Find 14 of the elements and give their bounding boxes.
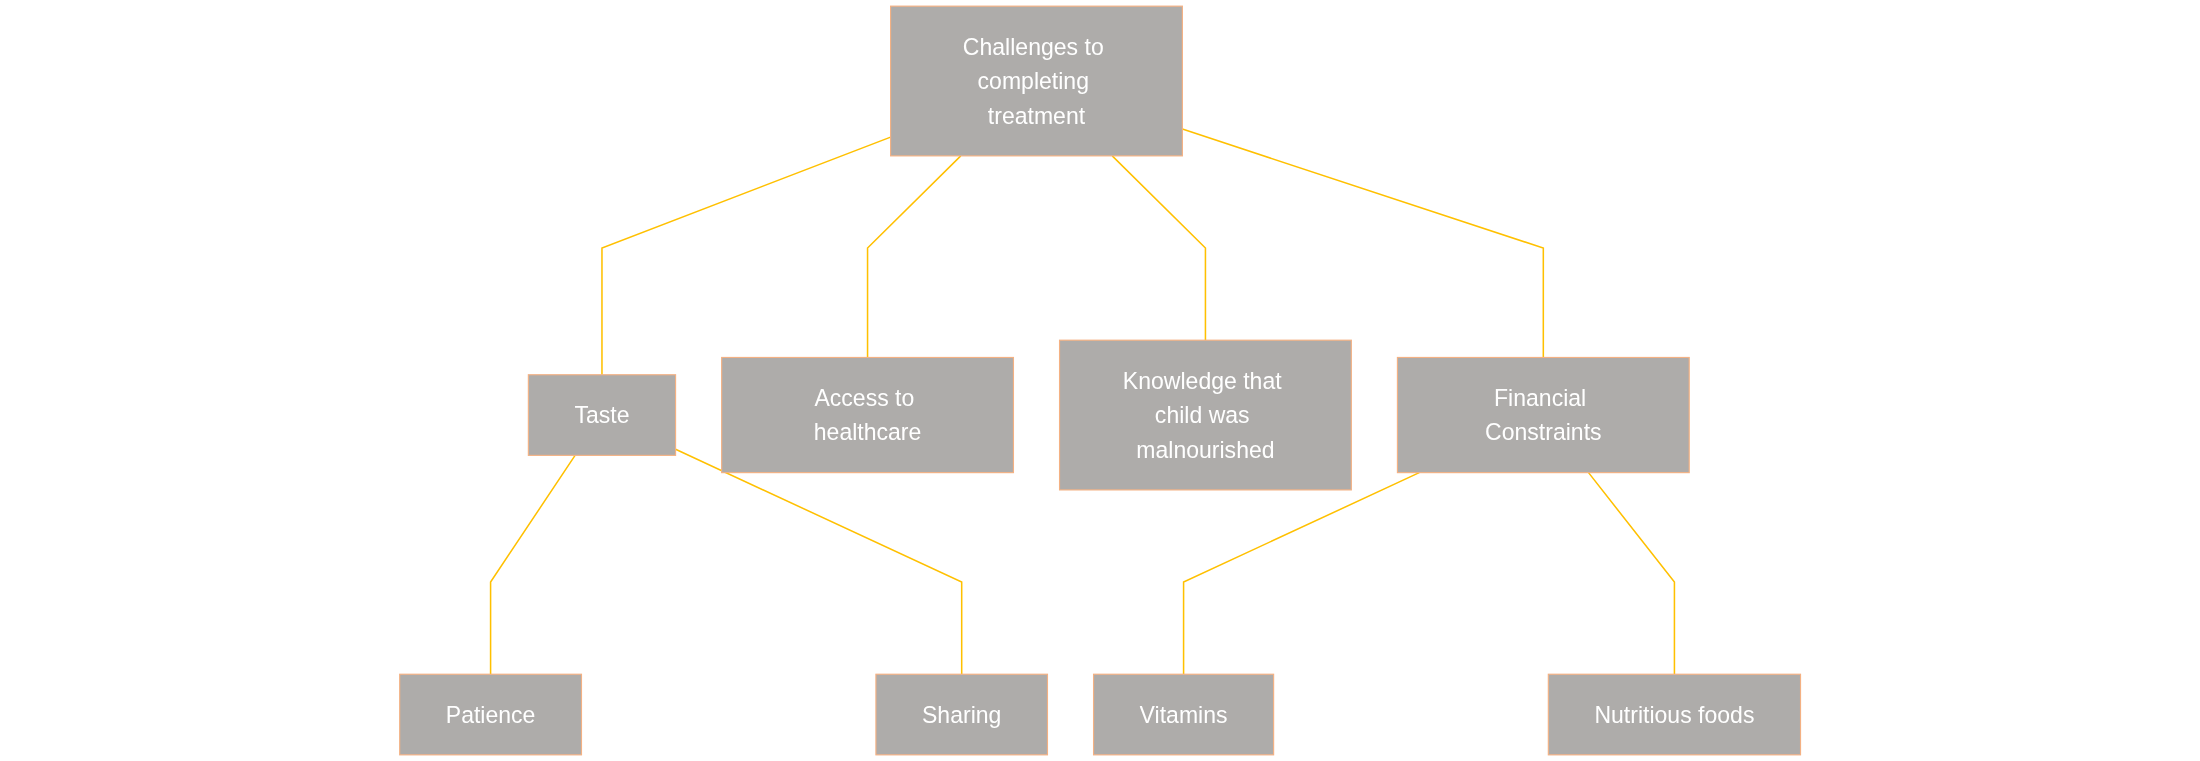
node-box: Financial Constraints [1396,356,1690,474]
node-box: Vitamins [1092,673,1275,756]
node-box: Patience [399,673,582,756]
node-box: Nutritious foods [1547,673,1801,756]
node-box: Knowledge that child was malnourished [1058,339,1352,491]
connector [866,155,962,359]
node-box: Sharing [875,673,1048,756]
connector [1587,471,1676,675]
connector [1111,155,1207,341]
node-box: Taste [527,374,677,456]
node-box: Challenges to completing treatment [889,5,1183,157]
node-box: Access to healthcare [720,356,1014,474]
connector [1182,471,1420,675]
connector [489,454,576,675]
